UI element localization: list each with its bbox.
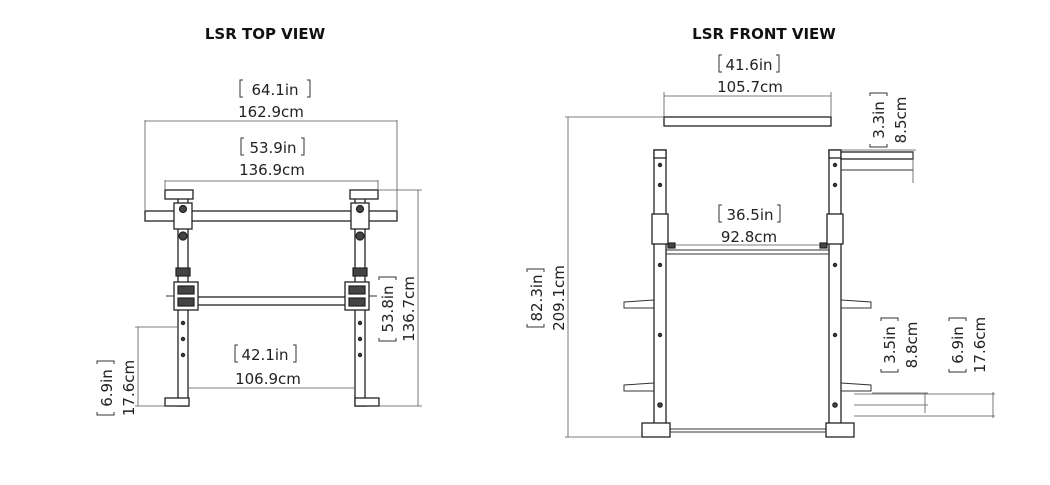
top-view-right-plate <box>349 189 379 200</box>
dim-front-foot: 6.9in 17.6cm <box>854 317 995 418</box>
dim-front-upper-peg-in: 3.3in <box>870 101 888 139</box>
top-view-hole <box>357 336 363 342</box>
front-view-left-jhook-lip <box>667 242 676 249</box>
dim-front-height-cm: 209.1cm <box>550 265 568 331</box>
top-view-right-clamp <box>352 267 368 277</box>
dim-top-foot-in: 6.9in <box>98 369 116 407</box>
top-view-right-jhook-pad-2 <box>348 297 366 307</box>
front-view-rack <box>623 116 914 438</box>
top-view-left-knob <box>178 231 188 241</box>
dim-front-height-in: 82.3in <box>528 274 546 321</box>
dim-front-inner-width-in: 36.5in <box>726 206 773 224</box>
top-view-hole <box>357 352 363 358</box>
top-view-upper-crossbar <box>144 210 398 222</box>
front-view-right-jhook-lip <box>819 242 828 249</box>
top-view-left-jhook-pad-2 <box>177 297 195 307</box>
dim-front-top-width-cm: 105.7cm <box>717 78 783 96</box>
top-view-right-foot <box>354 397 380 407</box>
dim-front-top-width: 41.6in 105.7cm <box>663 54 832 117</box>
front-view-top-crossbar <box>663 116 832 127</box>
front-view-right-foot <box>825 422 855 438</box>
front-view-hole <box>832 182 838 188</box>
dim-front-upper-peg-cm: 8.5cm <box>892 97 910 144</box>
top-view-left-upper-bracket <box>173 202 193 230</box>
top-view-left-clamp <box>175 267 191 277</box>
dim-top-frame-width-in: 53.9in <box>249 139 296 157</box>
dim-front-inner-width-cm: 92.8cm <box>721 228 777 246</box>
front-view-left-cap <box>653 149 667 159</box>
front-view-hole <box>832 162 838 168</box>
dim-top-frame-width-cm: 136.9cm <box>239 161 305 179</box>
dim-top-inner-width: 42.1in 106.9cm <box>188 344 355 389</box>
front-view-left-peg <box>623 299 655 309</box>
front-view-hole <box>657 162 663 168</box>
dim-front-height: 82.3in 209.1cm <box>526 116 664 438</box>
top-view-right-bolt <box>355 204 365 214</box>
dim-front-top-width-in: 41.6in <box>725 56 772 74</box>
top-view-left-bolt <box>178 204 188 214</box>
front-view-left-foot <box>641 422 671 438</box>
top-view-lower-crossbar <box>189 296 356 306</box>
front-view-upper-peg <box>840 151 914 160</box>
dim-top-depth-cm: 136.7cm <box>400 276 418 342</box>
top-view-left-foot <box>164 397 190 407</box>
dim-front-foot-in: 6.9in <box>949 326 967 364</box>
top-view-title: LSR TOP VIEW <box>205 25 326 43</box>
dim-top-frame-width: 53.9in 136.9cm <box>164 137 379 190</box>
front-view-hole <box>657 262 663 268</box>
top-view-right-knob <box>355 231 365 241</box>
dim-top-depth-in: 53.8in <box>379 285 397 332</box>
front-view-hole <box>832 402 838 408</box>
dim-top-overall-width: 64.1in 162.9cm <box>144 79 398 210</box>
dim-top-foot: 6.9in 17.6cm <box>96 326 178 416</box>
top-view-right-jhook-pad <box>348 285 366 295</box>
front-view-title: LSR FRONT VIEW <box>692 25 836 43</box>
dim-front-lower-peg-in: 3.5in <box>881 326 899 364</box>
dim-top-inner-width-cm: 106.9cm <box>235 370 301 388</box>
front-view-right-cap <box>828 149 842 159</box>
front-view-left-jhook <box>651 213 669 245</box>
front-view-right-jhook <box>826 213 844 245</box>
front-view-hole <box>657 402 663 408</box>
front-view-hole <box>832 262 838 268</box>
front-view-left-lower-peg <box>623 382 655 392</box>
top-view-hole <box>180 320 186 326</box>
dim-front-lower-peg: 3.5in 8.8cm <box>854 317 928 413</box>
top-view-hole <box>357 320 363 326</box>
dim-top-inner-width-in: 42.1in <box>241 346 288 364</box>
dim-front-inner-width: 36.5in 92.8cm <box>675 204 820 246</box>
dim-top-foot-cm: 17.6cm <box>120 360 138 416</box>
front-view-right-peg <box>840 299 872 309</box>
top-view-rack <box>144 189 398 407</box>
dim-top-overall-width-in: 64.1in <box>251 81 298 99</box>
front-view-right-upright <box>828 149 842 431</box>
top-view-hole <box>180 352 186 358</box>
front-view-hole <box>657 182 663 188</box>
dim-front-upper-peg: 3.3in 8.5cm <box>841 92 916 183</box>
front-view-hole <box>832 332 838 338</box>
dim-top-depth: 53.8in 136.7cm <box>378 189 422 407</box>
dim-front-foot-cm: 17.6cm <box>971 317 989 373</box>
top-view-hole <box>180 336 186 342</box>
top-view-right-upper-bracket <box>350 202 370 230</box>
top-view-left-jhook-pad <box>177 285 195 295</box>
front-view-right-lower-peg <box>840 382 872 392</box>
dim-top-overall-width-cm: 162.9cm <box>238 103 304 121</box>
dim-front-lower-peg-cm: 8.8cm <box>903 322 921 369</box>
front-view-hole <box>657 332 663 338</box>
top-view-left-plate <box>164 189 194 200</box>
front-view-left-upright <box>653 149 667 431</box>
